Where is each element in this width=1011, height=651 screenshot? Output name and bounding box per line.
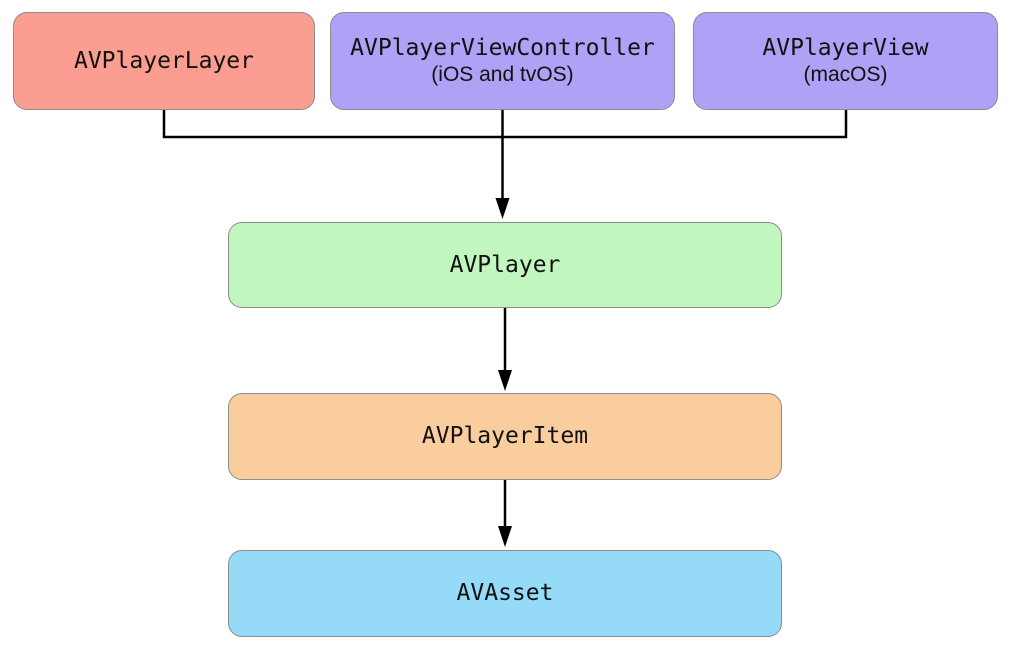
node-avplayerlayer: AVPlayerLayer xyxy=(13,12,315,110)
node-avplayerviewcontroller: AVPlayerViewController (iOS and tvOS) xyxy=(330,12,675,110)
node-label: AVPlayerLayer xyxy=(73,47,254,74)
node-avasset: AVAsset xyxy=(228,550,782,637)
arrowhead-down-icon xyxy=(498,370,512,391)
node-label: AVPlayerView xyxy=(762,34,929,61)
node-sublabel: (iOS and tvOS) xyxy=(431,63,574,87)
arrowhead-down-icon xyxy=(495,198,510,219)
node-label: AVPlayer xyxy=(449,251,561,278)
node-avplayerview: AVPlayerView (macOS) xyxy=(693,12,998,110)
node-label: AVPlayerViewController xyxy=(350,34,655,61)
arrowhead-down-icon xyxy=(498,526,512,547)
node-label: AVPlayerItem xyxy=(421,423,589,450)
node-label: AVAsset xyxy=(456,580,554,607)
node-sublabel: (macOS) xyxy=(803,63,888,87)
branch-connector-line xyxy=(162,110,848,139)
node-avplayer: AVPlayer xyxy=(228,222,782,308)
node-avplayeritem: AVPlayerItem xyxy=(228,393,782,480)
